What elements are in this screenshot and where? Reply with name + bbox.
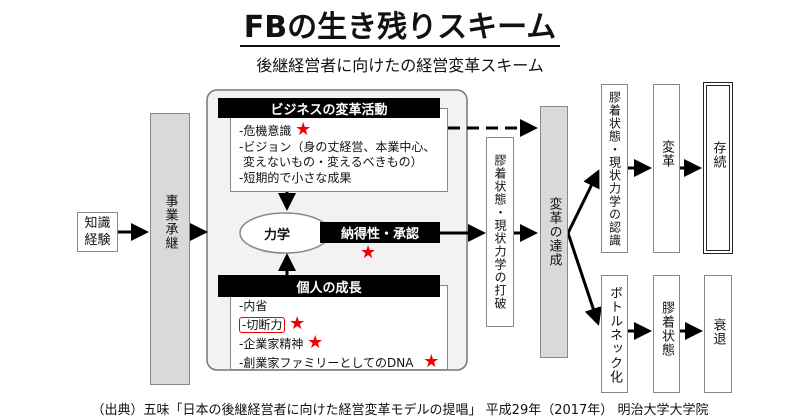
breakthrough-label: 膠着状態・現状力学の打破 bbox=[493, 154, 507, 310]
business-item: -ビジョン（身の丈経営、本業中心、 bbox=[239, 139, 436, 154]
star-icon: ★ bbox=[423, 351, 440, 372]
business-item: -危機意識 ★ bbox=[239, 119, 312, 140]
highlighted-item: -切断力 bbox=[239, 317, 286, 333]
personal-growth-header: 個人の成長 bbox=[218, 275, 440, 297]
business-change-header: ビジネスの変革活動 bbox=[218, 98, 440, 118]
bottleneck-box: ボトルネック化 bbox=[601, 275, 628, 393]
knowledge-label: 知識経験 bbox=[84, 216, 111, 248]
recognition-label: 膠着状態・現状力学の認識 bbox=[607, 90, 622, 247]
recognition-box: 膠着状態・現状力学の認識 bbox=[601, 84, 628, 253]
growth-item: -内省 bbox=[239, 299, 268, 313]
dynamics-label: 力学 bbox=[264, 228, 291, 243]
breakthrough-box: 膠着状態・現状力学の打破 bbox=[486, 137, 514, 327]
decline-box: 衰退 bbox=[704, 275, 732, 393]
knowledge-box: 知識経験 bbox=[77, 212, 118, 252]
survival-label: 存続 bbox=[710, 141, 726, 169]
business-item: -短期的で小さな成果 bbox=[239, 170, 352, 185]
growth-item: -企業家精神 ★ bbox=[239, 332, 324, 353]
consent-header: 納得性・承認 bbox=[320, 222, 440, 243]
achievement-label: 変革の達成 bbox=[546, 197, 562, 267]
personal-growth-box: -内省 -切断力 ★ -企業家精神 ★ -創業家ファミリーとしてのDNA ★ bbox=[230, 285, 448, 372]
growth-item: -創業家ファミリーとしてのDNA ★ bbox=[239, 351, 440, 372]
citation: （出典）五味「日本の後継経営者に向けた経営変革モデルの提唱」 平成29年（201… bbox=[0, 399, 800, 418]
star-icon: ★ bbox=[360, 242, 377, 263]
survival-box: 存続 bbox=[703, 82, 733, 254]
achievement-box: 変革の達成 bbox=[540, 106, 568, 358]
decline-label: 衰退 bbox=[710, 318, 726, 346]
subtitle: 後継経営者に向けたの経営変革スキーム bbox=[256, 56, 544, 75]
reform-box: 変革 bbox=[653, 84, 680, 253]
business-item: 変えないもの・変えるべきもの） bbox=[243, 155, 423, 169]
business-change-box: -危機意識 ★ -ビジョン（身の丈経営、本業中心、 変えないもの・変えるべきもの… bbox=[230, 108, 448, 192]
star-icon: ★ bbox=[289, 313, 306, 334]
star-icon: ★ bbox=[295, 119, 312, 140]
stalemate-label: 膠着状態 bbox=[659, 301, 674, 357]
growth-item: -切断力 ★ bbox=[239, 315, 447, 334]
star-icon: ★ bbox=[307, 332, 324, 353]
stalemate-box: 膠着状態 bbox=[653, 275, 680, 393]
page-title: FBの生き残りスキーム bbox=[0, 2, 800, 47]
bottleneck-label: ボトルネック化 bbox=[607, 286, 622, 384]
succession-box: 事業承継 bbox=[150, 113, 190, 385]
reform-label: 変革 bbox=[659, 140, 674, 168]
succession-label: 事業承継 bbox=[162, 194, 178, 250]
